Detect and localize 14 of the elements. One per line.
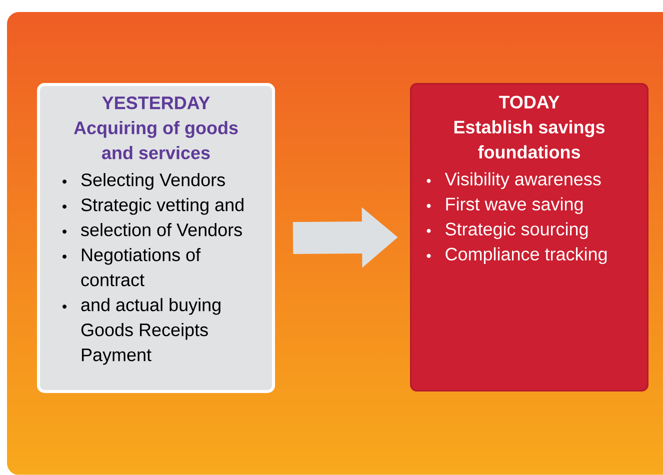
card [37,83,275,393]
bullet-item: Compliance tracking [426,247,607,264]
bullet-item: Strategic sourcing [426,222,588,240]
box-subtitle: Establish savings foundations [454,120,605,158]
bullet-item: Selecting Vendors [62,173,225,190]
card [410,83,648,392]
bullet-item: Visibility awareness [426,172,601,190]
bullet-item: Strategic vetting and [62,198,244,215]
box-title: YESTERDAY [102,96,210,110]
box-subtitle: Acquiring of goods and services [74,121,238,160]
bullet-item: selection of Vendors [62,223,242,236]
box-title: TODAY [498,96,560,108]
bullet-item: First wave saving [426,197,583,214]
bullet-item: and actual buying Goods Receipts Payment [62,298,220,365]
